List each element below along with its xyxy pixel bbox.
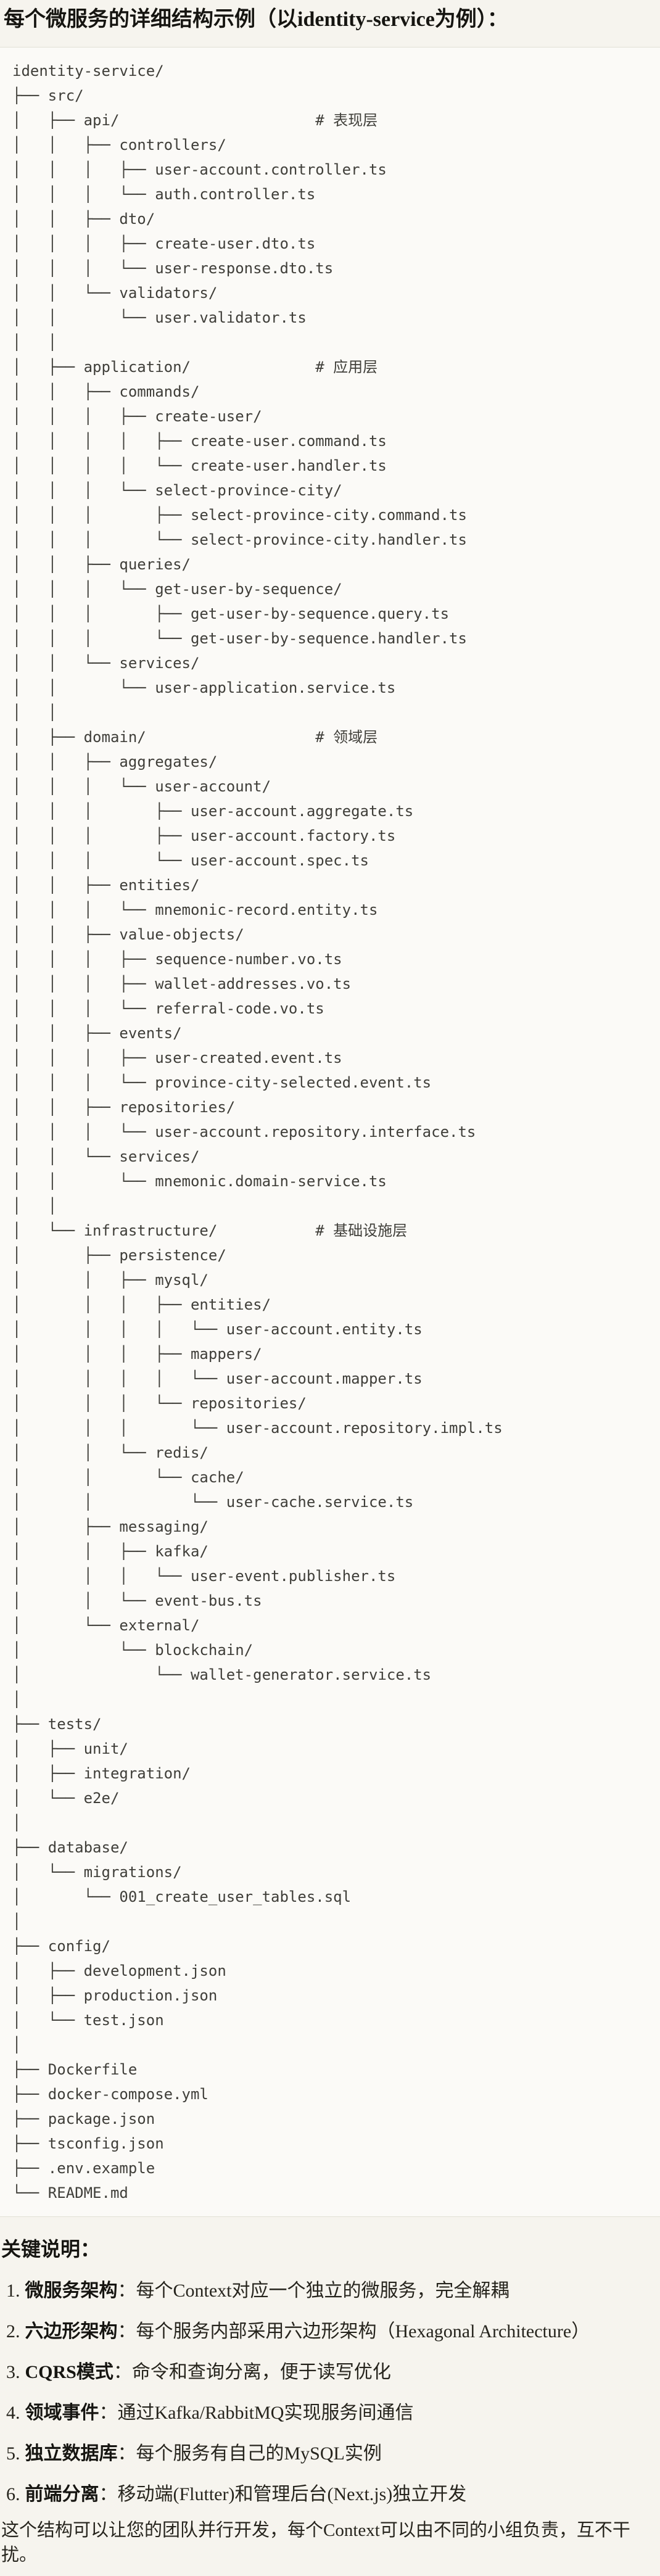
note-number: 5. bbox=[6, 2443, 20, 2464]
note-text: 每个服务有自己的MySQL实例 bbox=[136, 2443, 382, 2464]
note-separator: ： bbox=[117, 2281, 136, 2301]
note-item: 4.领域事件：通过Kafka/RabbitMQ实现服务间通信 bbox=[6, 2401, 660, 2425]
note-label: CQRS模式 bbox=[25, 2362, 113, 2382]
note-item: 3.CQRS模式：命令和查询分离，便于读写优化 bbox=[6, 2360, 660, 2385]
note-label: 六边形架构 bbox=[25, 2321, 118, 2342]
code-tree: identity-service/ ├── src/ │ ├── api/ # … bbox=[12, 62, 503, 2202]
note-number: 1. bbox=[6, 2281, 20, 2301]
note-text: 每个Context对应一个独立的微服务，完全解耦 bbox=[136, 2281, 509, 2301]
note-separator: ： bbox=[113, 2362, 132, 2382]
note-number: 3. bbox=[6, 2362, 20, 2382]
note-label: 领域事件 bbox=[25, 2403, 99, 2423]
note-item: 6.前端分离：移动端(Flutter)和管理后台(Next.js)独立开发 bbox=[6, 2482, 660, 2507]
note-label: 前端分离 bbox=[25, 2484, 99, 2504]
note-text: 移动端(Flutter)和管理后台(Next.js)独立开发 bbox=[117, 2484, 467, 2504]
note-separator: ： bbox=[117, 2321, 136, 2342]
note-item: 2.六边形架构：每个服务内部采用六边形架构（Hexagonal Architec… bbox=[6, 2319, 660, 2344]
note-item: 5.独立数据库：每个服务有自己的MySQL实例 bbox=[6, 2442, 660, 2466]
note-text: 命令和查询分离，便于读写优化 bbox=[131, 2362, 391, 2382]
code-block: identity-service/ ├── src/ │ ├── api/ # … bbox=[0, 47, 660, 2217]
page-title: 每个微服务的详细结构示例（以identity-service为例）： bbox=[4, 8, 508, 31]
closing-paragraph: 这个结构可以让您的团队并行开发，每个Context可以由不同的小组负责，互不干扰… bbox=[1, 2520, 630, 2565]
note-number: 4. bbox=[6, 2403, 20, 2423]
note-text: 每个服务内部采用六边形架构（Hexagonal Architecture） bbox=[136, 2321, 590, 2342]
note-item: 1.微服务架构：每个Context对应一个独立的微服务，完全解耦 bbox=[6, 2279, 660, 2303]
notes-list: 1.微服务架构：每个Context对应一个独立的微服务，完全解耦 2.六边形架构… bbox=[0, 2279, 660, 2507]
note-number: 2. bbox=[6, 2321, 20, 2342]
note-label: 独立数据库 bbox=[25, 2443, 118, 2464]
notes-heading: 关键说明： bbox=[1, 2238, 101, 2260]
note-number: 6. bbox=[6, 2484, 20, 2504]
note-separator: ： bbox=[99, 2403, 118, 2423]
note-label: 微服务架构 bbox=[25, 2281, 118, 2301]
note-text: 通过Kafka/RabbitMQ实现服务间通信 bbox=[117, 2403, 414, 2423]
note-separator: ： bbox=[99, 2484, 118, 2504]
note-separator: ： bbox=[117, 2443, 136, 2464]
